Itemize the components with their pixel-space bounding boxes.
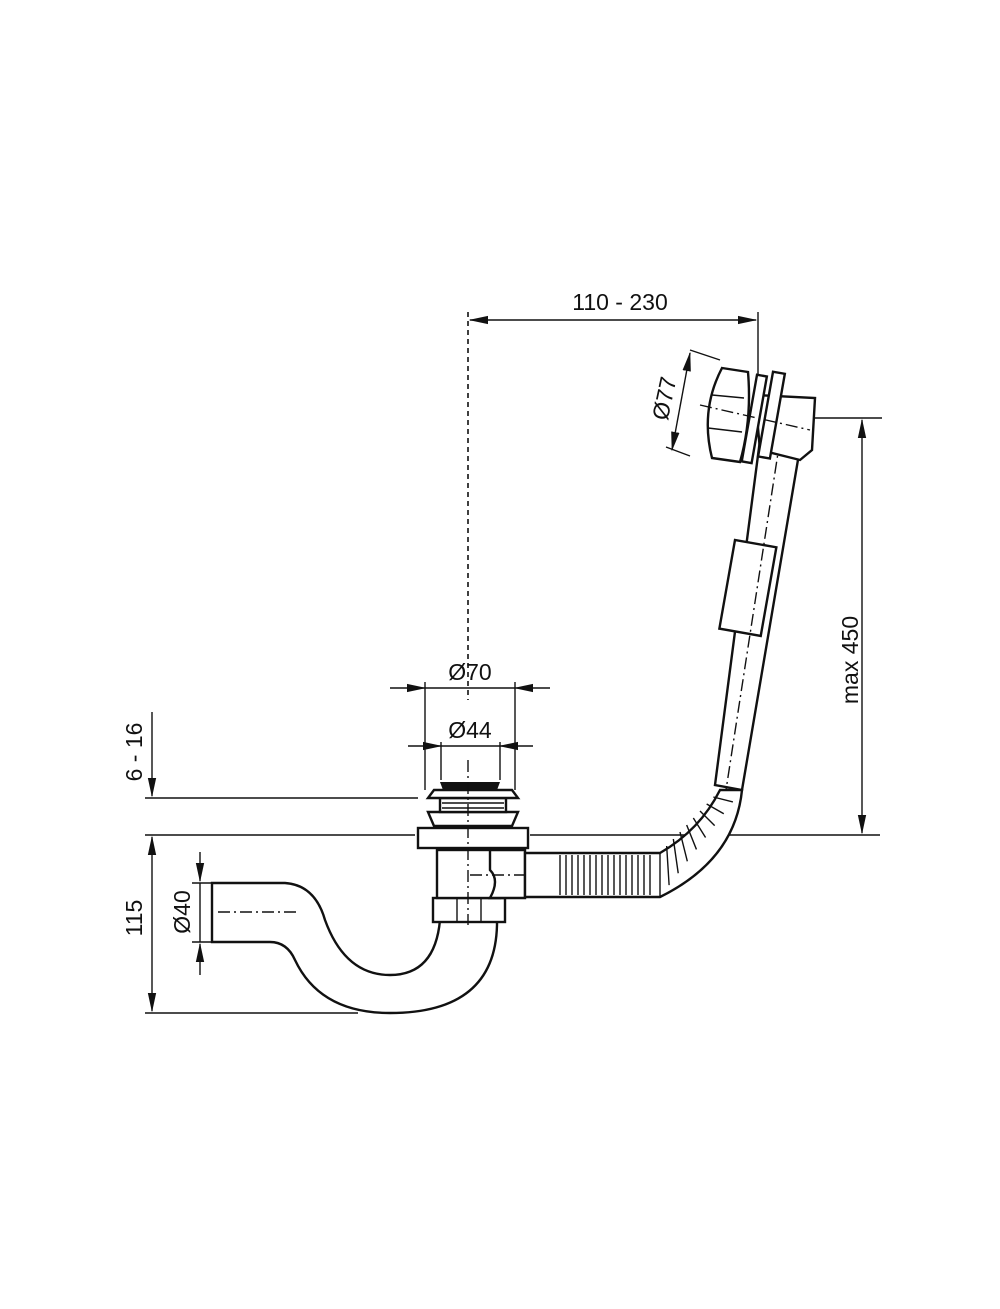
dimension-outlet-diameter: Ø40 xyxy=(169,852,214,975)
dimension-overflow-height: max 450 xyxy=(530,417,882,836)
hose-rib xyxy=(686,824,698,850)
overflow-head xyxy=(699,366,817,465)
label-overflow-diameter: Ø77 xyxy=(647,374,681,422)
label-outlet-diameter: Ø40 xyxy=(169,890,195,933)
label-overflow-offset: 110 - 230 xyxy=(572,289,667,315)
hose-rib xyxy=(699,810,716,827)
label-tub-thickness: 6 - 16 xyxy=(121,723,147,782)
hose-rib xyxy=(679,831,689,862)
dimension-drain-diameters: Ø70 Ø44 xyxy=(390,659,550,790)
overflow-tube xyxy=(713,438,802,792)
corrugated-hose xyxy=(523,788,744,899)
label-drain-flange-diameter: Ø70 xyxy=(448,659,491,685)
drain-flange xyxy=(416,826,530,850)
hose-rib xyxy=(706,803,725,815)
s-trap-pipe xyxy=(210,881,499,1015)
drain-valve xyxy=(416,760,660,925)
hose-rib xyxy=(692,817,707,838)
trap-nut xyxy=(431,896,507,924)
dimension-left-heights: 6 - 16 115 xyxy=(121,712,418,1014)
dimension-overflow-offset: 110 - 230 xyxy=(467,289,759,700)
hose-rib xyxy=(713,796,734,803)
hose-rib xyxy=(672,838,679,874)
label-trap-height: 115 xyxy=(121,900,147,937)
label-drain-hole-diameter: Ø44 xyxy=(448,717,492,743)
hose-rib xyxy=(665,845,670,886)
drain-plug xyxy=(440,782,500,790)
label-overflow-height: max 450 xyxy=(837,616,863,704)
overflow-cover xyxy=(706,366,751,464)
